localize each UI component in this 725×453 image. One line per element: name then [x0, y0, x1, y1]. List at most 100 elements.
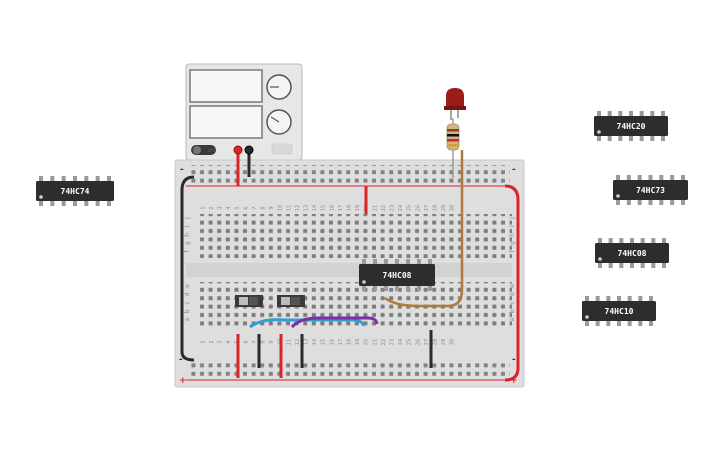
column-number: 5 — [235, 206, 241, 209]
top-power-rail — [190, 165, 510, 186]
column-number: 16 — [329, 339, 335, 345]
row-letter: j — [509, 217, 516, 220]
chip-label: 74HC08 — [618, 249, 647, 258]
wire-signal-purple[interactable] — [290, 316, 379, 329]
column-number: 13 — [304, 205, 310, 211]
rail-minus-bottom-right: - — [512, 355, 516, 365]
column-number: 19 — [355, 339, 361, 345]
column-number: 3 — [218, 206, 224, 209]
row-letter: h — [184, 233, 191, 237]
column-number: 11 — [286, 205, 292, 211]
row-letter: c — [184, 301, 191, 304]
chip-74hc20[interactable]: 74HC20 — [594, 111, 668, 141]
column-number: 12 — [295, 339, 301, 345]
column-number: 29 — [441, 339, 447, 345]
column-number: 21 — [372, 339, 378, 345]
column-number: 9 — [269, 206, 275, 209]
rail-plus-bottom: + — [179, 376, 187, 386]
row-letters-left: j i hg f ed c ba — [184, 217, 191, 322]
row-letter: b — [184, 309, 191, 313]
column-number: 7 — [252, 206, 258, 209]
led[interactable] — [444, 88, 466, 120]
column-number: 17 — [338, 339, 344, 345]
column-number: 14 — [312, 205, 318, 211]
column-number: 24 — [398, 205, 404, 211]
column-number: 23 — [390, 339, 396, 345]
column-number: 22 — [381, 205, 387, 211]
slide-switch-1[interactable] — [235, 295, 263, 307]
breadboard: 1234567891011121314151617181920212223242… — [174, 159, 525, 388]
row-letter: e — [509, 284, 516, 288]
column-number: 27 — [424, 205, 430, 211]
column-number: 18 — [347, 339, 353, 345]
row-letter: i — [184, 225, 191, 227]
row-letter: f — [509, 250, 516, 253]
column-number: 1 — [200, 206, 206, 209]
wires — [180, 145, 520, 382]
column-number: 2 — [209, 206, 215, 209]
column-number: 22 — [381, 339, 387, 345]
column-number: 23 — [390, 205, 396, 211]
column-number: 21 — [372, 205, 378, 211]
power-supply[interactable]: OFF — [185, 63, 303, 161]
column-number: 8 — [261, 340, 267, 343]
row-letter: d — [509, 292, 516, 296]
top-terminal-strip — [200, 214, 512, 258]
column-number: 18 — [347, 205, 353, 211]
resistor[interactable] — [446, 118, 460, 178]
chip-label: 74HC73 — [636, 186, 665, 195]
column-number: 4 — [226, 206, 232, 209]
wire-signal-blue[interactable] — [249, 318, 366, 329]
wire-rail-link-black[interactable] — [180, 175, 195, 362]
row-letter: d — [184, 292, 191, 296]
column-number: 13 — [304, 339, 310, 345]
column-number: 26 — [415, 339, 421, 345]
column-number: 28 — [433, 339, 439, 345]
column-number: 26 — [415, 205, 421, 211]
row-letter: j — [184, 217, 191, 220]
row-letter: f — [184, 250, 191, 253]
column-number: 10 — [278, 205, 284, 211]
column-number: 14 — [312, 339, 318, 345]
column-number: 24 — [398, 339, 404, 345]
column-number: 8 — [261, 206, 267, 209]
row-letter: e — [184, 284, 191, 288]
row-letter: g — [184, 241, 191, 245]
voltage-display — [189, 69, 263, 103]
chip-74hc10[interactable]: 74HC10 — [582, 296, 656, 326]
row-letter: h — [509, 233, 516, 237]
chip-74hc74[interactable]: 74HC74 — [36, 176, 114, 206]
rail-minus-top: - — [180, 165, 184, 175]
column-number: 16 — [329, 205, 335, 211]
chip-label: 74HC10 — [605, 307, 634, 316]
column-number: 1 — [200, 340, 206, 343]
chip-74hc73[interactable]: 74HC73 — [613, 175, 688, 205]
column-number: 28 — [433, 205, 439, 211]
current-display — [189, 105, 263, 139]
column-number: 27 — [424, 339, 430, 345]
power-switch-label: OFF — [208, 148, 216, 153]
rail-minus-top-right: - — [512, 165, 516, 175]
chip-74hc08-side[interactable]: 74HC08 — [595, 238, 669, 268]
column-number: 25 — [407, 205, 413, 211]
row-letter: i — [509, 225, 516, 227]
column-number: 15 — [321, 205, 327, 211]
column-number: 12 — [295, 205, 301, 211]
column-number: 30 — [450, 205, 456, 211]
slide-switch-2[interactable] — [277, 295, 305, 307]
row-letter: g — [509, 241, 516, 245]
column-number: 11 — [286, 339, 292, 345]
wire-chip-to-resistor[interactable] — [384, 150, 464, 308]
wire-rail-link-red[interactable] — [504, 184, 520, 382]
chip-74hc08-board[interactable]: 74HC08 — [359, 259, 435, 291]
column-number: 15 — [321, 339, 327, 345]
row-letter: a — [184, 317, 191, 321]
column-number: 6 — [243, 340, 249, 343]
column-number: 4 — [226, 340, 232, 343]
column-number: 20 — [364, 339, 370, 345]
column-number: 7 — [252, 340, 258, 343]
ic-chips: 74HC74 74HC08 74HC20 74HC73 74HC08 74HC10 — [36, 111, 688, 326]
row-letter: c — [509, 301, 516, 304]
